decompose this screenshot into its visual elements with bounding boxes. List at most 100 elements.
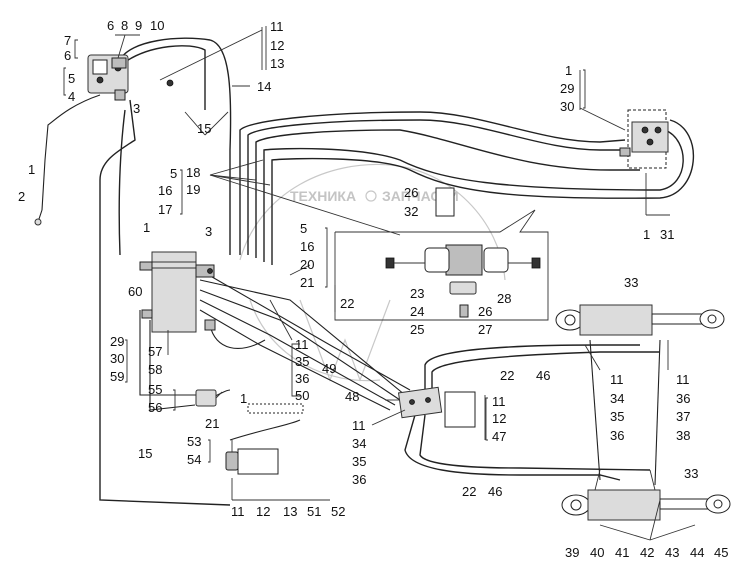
callout-labels-topleft: 6 8 9 10 7 6 5 4 3 1 2 <box>18 18 164 204</box>
callout-label: 43 <box>665 545 679 560</box>
callout-label: 15 <box>197 121 211 136</box>
callout-label: 5 <box>170 166 177 181</box>
callout-label: 1 <box>643 227 650 242</box>
callout-label: 32 <box>404 204 418 219</box>
bracket-marks <box>63 26 586 463</box>
callout-label: 22 <box>340 296 354 311</box>
callout-label: 35 <box>352 454 366 469</box>
callout-label: 17 <box>158 202 172 217</box>
callout-label: 12 <box>492 411 506 426</box>
callout-label: 22 <box>500 368 514 383</box>
callout-label: 19 <box>186 182 200 197</box>
detail-inset <box>334 187 549 321</box>
callout-label: 49 <box>322 361 336 376</box>
callout-label: 14 <box>257 79 271 94</box>
callout-label: 47 <box>492 429 506 444</box>
pump-unit <box>225 403 304 475</box>
callout-label: 12 <box>256 504 270 519</box>
callout-label: 2 <box>18 189 25 204</box>
callout-label: 56 <box>148 400 162 415</box>
callout-label: 26 <box>478 304 492 319</box>
hydraulic-cylinder-upper <box>555 304 725 336</box>
hose-end-fitting <box>34 209 43 226</box>
callout-labels-midlow: 11 35 36 50 49 48 <box>295 337 359 404</box>
callout-label: 46 <box>488 484 502 499</box>
callout-label: 23 <box>410 286 424 301</box>
callout-label: 52 <box>331 504 345 519</box>
callout-label: 6 <box>64 48 71 63</box>
valve-block-top-right <box>619 109 669 169</box>
callout-label: 36 <box>352 472 366 487</box>
callout-label: 1 <box>143 220 150 235</box>
callout-label: 21 <box>205 416 219 431</box>
callout-label: 45 <box>714 545 728 560</box>
callout-label: 20 <box>300 257 314 272</box>
callout-label: 8 <box>121 18 128 33</box>
callout-label: 13 <box>283 504 297 519</box>
callout-label: 26 <box>404 185 418 200</box>
callout-label: 6 <box>107 18 114 33</box>
callout-label: 11 <box>295 337 309 352</box>
callout-label: 54 <box>187 452 201 467</box>
callout-label: 36 <box>676 391 690 406</box>
callout-label: 39 <box>565 545 579 560</box>
callout-label: 40 <box>590 545 604 560</box>
callout-label: 15 <box>138 446 152 461</box>
callout-labels-center: 11 12 47 11 34 35 36 22 46 <box>352 394 506 499</box>
callout-label: 11 <box>610 372 624 387</box>
callout-label: 12 <box>270 38 284 53</box>
callout-labels-left: 60 29 30 59 57 58 55 56 21 1 15 53 54 <box>110 284 247 467</box>
callout-label: 38 <box>676 428 690 443</box>
callout-label: 4 <box>68 89 75 104</box>
callout-label: 3 <box>133 101 140 116</box>
callout-label: 16 <box>300 239 314 254</box>
callout-label: 30 <box>110 351 124 366</box>
hydraulic-cylinder-lower <box>561 489 731 521</box>
callout-label: 10 <box>150 18 164 33</box>
callout-label: 9 <box>135 18 142 33</box>
callout-label: 11 <box>270 19 284 34</box>
callout-label: 58 <box>148 362 162 377</box>
callout-label: 31 <box>660 227 674 242</box>
callout-label: 5 <box>68 71 75 86</box>
callout-label: 35 <box>610 409 624 424</box>
leader-lines <box>115 27 696 541</box>
callout-label: 51 <box>307 504 321 519</box>
callout-label: 57 <box>148 344 162 359</box>
callout-label: 16 <box>158 183 172 198</box>
callout-label: 7 <box>64 33 71 48</box>
callout-label: 5 <box>300 221 307 236</box>
callout-label: 1 <box>28 162 35 177</box>
callout-label: 18 <box>186 165 200 180</box>
watermark-text-left: ТЕХНИКА <box>290 188 356 204</box>
hydraulic-lines <box>41 37 694 506</box>
callout-label: 25 <box>410 322 424 337</box>
callout-label: 36 <box>295 371 309 386</box>
callout-label: 1 <box>565 63 572 78</box>
callout-labels-bottomright: 39 40 41 42 43 44 45 <box>565 545 728 560</box>
callout-label: 34 <box>352 436 366 451</box>
callout-labels-topright: 1 29 30 1 31 <box>560 63 674 242</box>
callout-labels-bottom: 11 12 13 51 52 <box>231 504 345 519</box>
callout-label: 50 <box>295 388 309 403</box>
callout-label: 37 <box>676 409 690 424</box>
callout-label: 41 <box>615 545 629 560</box>
callout-label: 60 <box>128 284 142 299</box>
callout-label: 33 <box>684 466 698 481</box>
callout-label: 22 <box>462 484 476 499</box>
valve-block-top-left <box>87 54 174 101</box>
callout-label: 42 <box>640 545 654 560</box>
callout-label: 11 <box>352 418 366 433</box>
callout-label: 3 <box>205 224 212 239</box>
callout-label: 1 <box>240 391 247 406</box>
watermark: ТЕХНИКА ЗАПЧАСТИ <box>239 163 506 382</box>
callout-label: 28 <box>497 291 511 306</box>
callout-label: 34 <box>610 391 624 406</box>
callout-label: 48 <box>345 389 359 404</box>
callout-label: 36 <box>610 428 624 443</box>
hydraulic-tank <box>139 251 216 333</box>
callout-label: 29 <box>110 334 124 349</box>
callout-label: 29 <box>560 81 574 96</box>
callout-label: 35 <box>295 354 309 369</box>
